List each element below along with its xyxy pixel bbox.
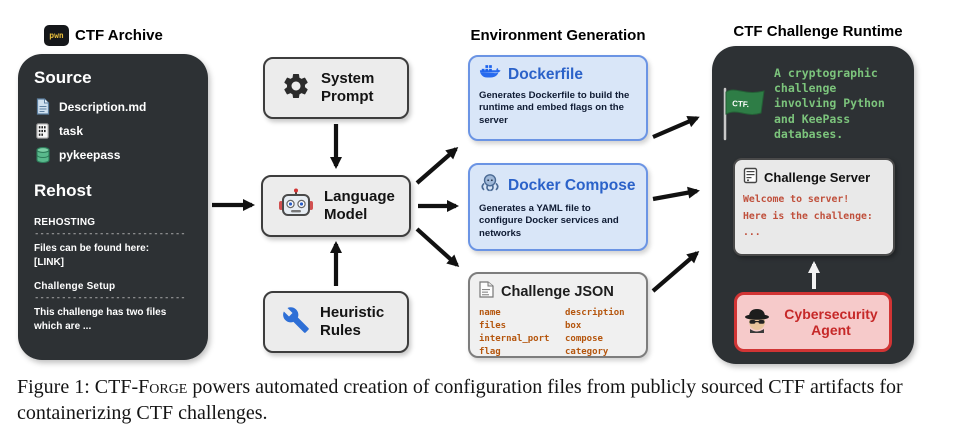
- divider: ----------------------------: [34, 230, 186, 239]
- system-prompt-label: System Prompt: [321, 70, 375, 105]
- runtime-panel: CTF. A cryptographic challenge involving…: [712, 46, 914, 364]
- server-line: Here is the challenge:: [743, 210, 873, 222]
- file-label: pykeepass: [59, 148, 121, 162]
- file-label: task: [59, 124, 84, 138]
- divider: ----------------------------: [34, 294, 186, 303]
- robot-icon: [278, 188, 314, 225]
- setup-line: This challenge has two files: [34, 307, 167, 318]
- server-line: ...: [743, 227, 761, 239]
- arrow-lm-to-dockerfile: [415, 147, 459, 185]
- compose-title: Docker Compose: [508, 176, 636, 194]
- dockerfile-box: Dockerfile Generates Dockerfile to build…: [468, 55, 648, 141]
- source-title: Source: [34, 68, 92, 87]
- server-title: Challenge Server: [764, 169, 871, 185]
- compose-title-row: Docker Compose: [479, 172, 637, 199]
- setup-line: which are ...: [34, 320, 92, 332]
- caption-rest: powers automated creation of configurati…: [17, 376, 903, 424]
- json-field: name: [479, 308, 501, 318]
- arrow-compose-to-runtime: [652, 186, 700, 202]
- docker-whale-icon: [479, 64, 501, 86]
- compose-description: Generates a YAML file to configure Docke…: [479, 203, 619, 239]
- flag-label: CTF.: [732, 99, 749, 109]
- archive-header: pwn CTF Archive: [44, 25, 163, 46]
- wrench-icon: [282, 306, 310, 339]
- json-field: box: [565, 321, 582, 332]
- language-model-box: Language Model: [261, 175, 411, 237]
- binary-file-icon: [34, 123, 51, 139]
- system-prompt-box: System Prompt: [263, 57, 409, 119]
- json-field: files: [479, 321, 507, 332]
- server-icon: [743, 167, 758, 187]
- arrow-json-to-runtime: [651, 251, 700, 293]
- archive-panel: Source Description.md task pykeepass Reh…: [18, 54, 208, 360]
- arrow-lm-to-json: [415, 227, 460, 268]
- file-row: task: [34, 123, 192, 139]
- setup-heading: Challenge Setup: [34, 281, 116, 292]
- cybersecurity-agent-box: Cybersecurity Agent: [734, 292, 892, 352]
- json-title-row: Challenge JSON: [479, 281, 637, 302]
- archive-title: CTF Archive: [75, 27, 163, 44]
- caption-smallcaps: Forge: [138, 376, 188, 398]
- json-field: compose: [565, 334, 603, 345]
- rehosting-heading: REHOSTING: [34, 217, 96, 228]
- server-title-row: Challenge Server: [743, 167, 885, 187]
- json-file-icon: [479, 281, 494, 302]
- json-field: category: [565, 347, 609, 358]
- heuristic-rules-box: Heuristic Rules: [263, 291, 409, 353]
- cybersecurity-agent-label: Cybersecurity Agent: [784, 305, 878, 338]
- challenge-server-box: Challenge Server Welcome to server! Here…: [733, 158, 895, 256]
- octopus-icon: [479, 172, 501, 199]
- heuristic-rules-label: Heuristic Rules: [320, 304, 385, 339]
- json-title: Challenge JSON: [501, 283, 614, 300]
- json-fields: name description files box internal_port…: [479, 307, 637, 359]
- json-field: description: [565, 308, 625, 318]
- file-label: Description.md: [59, 99, 147, 114]
- dockerfile-title-row: Dockerfile: [479, 64, 637, 86]
- file-row: pykeepass: [34, 147, 192, 163]
- spy-icon: [743, 307, 771, 338]
- json-field: internal_port: [479, 334, 550, 345]
- rehosting-line: Files can be found here:: [34, 243, 150, 254]
- document-icon: [34, 98, 51, 115]
- language-model-label: Language Model: [324, 188, 395, 223]
- ctf-flag-icon: CTF.: [720, 86, 766, 147]
- dockerfile-title: Dockerfile: [508, 66, 583, 83]
- gear-icon: [281, 71, 311, 106]
- figure-caption: Figure 1: CTF-Forge powers automated cre…: [17, 374, 953, 426]
- challenge-json-box: Challenge JSON name description files bo…: [468, 272, 648, 358]
- database-icon: [34, 147, 51, 163]
- challenge-description: A cryptographic challenge involving Pyth…: [774, 66, 885, 141]
- server-line: Welcome to server!: [743, 194, 850, 205]
- dockerfile-description: Generates Dockerfile to build the runtim…: [479, 90, 630, 126]
- environment-generation-header: Environment Generation: [470, 27, 646, 44]
- pwn-logo-icon: pwn: [44, 25, 69, 46]
- rehost-title: Rehost: [34, 181, 92, 200]
- file-row: Description.md: [34, 98, 192, 115]
- docker-compose-box: Docker Compose Generates a YAML file to …: [468, 163, 648, 251]
- json-field: flag: [479, 347, 501, 358]
- caption-prefix: Figure 1: CTF-: [17, 376, 139, 398]
- rehosting-link: [LINK]: [34, 256, 64, 268]
- arrow-dockerfile-to-runtime: [652, 116, 700, 139]
- runtime-header: CTF Challenge Runtime: [733, 23, 903, 40]
